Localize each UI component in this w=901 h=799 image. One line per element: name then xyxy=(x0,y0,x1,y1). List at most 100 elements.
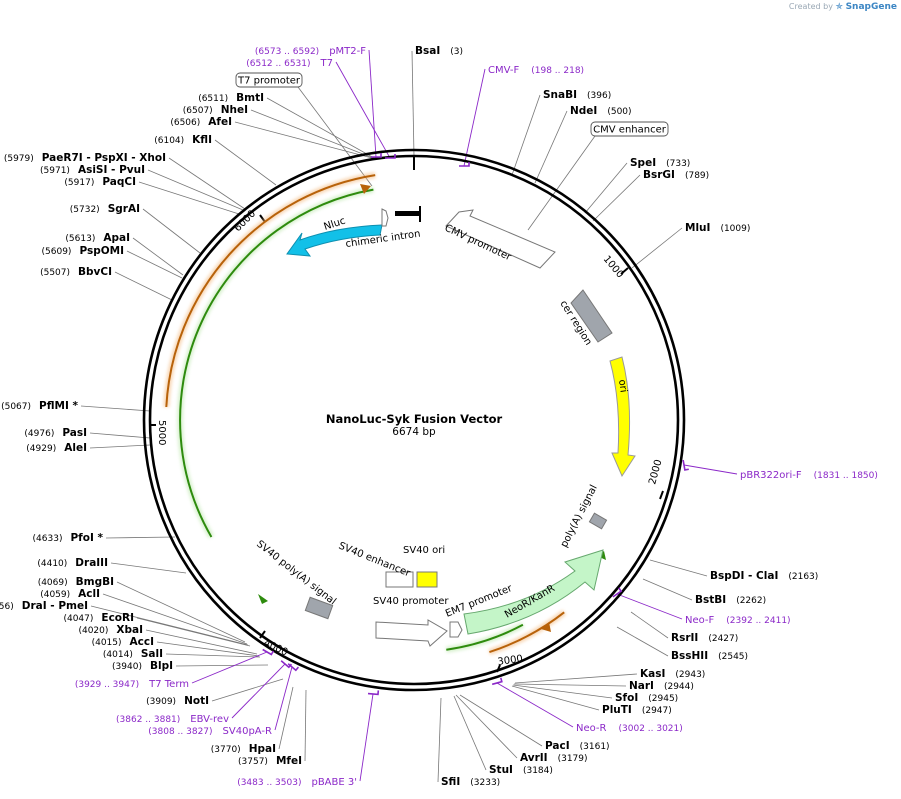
enzyme-site-rsrii[interactable]: RsrII(2427) xyxy=(671,632,738,644)
enzyme-site-xbai[interactable]: (4020)XbaI xyxy=(78,624,143,636)
enzyme-site-pluti[interactable]: PluTI(2947) xyxy=(602,704,672,716)
enzyme-leader xyxy=(142,208,201,254)
enzyme-label: (4015)AccI xyxy=(92,636,154,648)
primer-neo-f[interactable]: Neo-F(2392 .. 2411) xyxy=(611,587,791,626)
enzyme-label: (4633)PfoI * xyxy=(33,532,104,544)
enzyme-label: (4069)BmgBI xyxy=(38,576,114,588)
enzyme-leader xyxy=(513,683,627,687)
enzyme-leader xyxy=(512,684,613,699)
enzyme-site-pspomi[interactable]: (5609)PspOMI xyxy=(42,245,125,257)
primer-neo-r[interactable]: Neo-R(3002 .. 3021) xyxy=(491,677,683,734)
enzyme-site-kfli[interactable]: (6104)KflI xyxy=(154,134,212,146)
enzyme-label: BsrGI(789) xyxy=(643,169,709,181)
enzyme-site-paer7i-pspxi-xhoi[interactable]: (5979)PaeR7I - PspXI - XhoI xyxy=(4,152,166,164)
enzyme-leader xyxy=(631,227,683,269)
primer-label: CMV-F(198 .. 218) xyxy=(488,65,584,76)
brand-name: SnapGene xyxy=(845,2,897,12)
enzyme-site-nari[interactable]: NarI(2944) xyxy=(629,680,694,692)
enzyme-site-acli[interactable]: (4059)AclI xyxy=(40,588,100,600)
boxed-label-t7-promoter[interactable]: T7 promoter xyxy=(235,72,303,88)
enzyme-site-bsrgi[interactable]: BsrGI(789) xyxy=(643,169,709,181)
primer-leader xyxy=(359,693,374,782)
enzyme-site-bsai[interactable]: BsaI(3) xyxy=(415,45,463,57)
enzyme-label: (4014)SalI xyxy=(103,648,163,660)
enzyme-site-ndei[interactable]: NdeI(500) xyxy=(570,105,632,117)
enzyme-site-paqci[interactable]: (5917)PaqCI xyxy=(64,176,136,188)
enzyme-site-ecori[interactable]: (4047)EcoRI xyxy=(63,612,134,624)
enzyme-label: SfiI(3233) xyxy=(441,776,500,788)
sv40-ori-block xyxy=(416,571,438,588)
primer-pbabe-3[interactable]: (3483 .. 3503)pBABE 3' xyxy=(237,690,380,788)
enzyme-label: BssHII(2545) xyxy=(671,650,748,662)
enzyme-leader xyxy=(214,139,277,186)
primer-t7-term[interactable]: (3929 .. 3947)T7 Term xyxy=(75,646,275,690)
nluc-arrow xyxy=(286,224,383,257)
enzyme-site-bspdi-clai[interactable]: BspDI - ClaI(2163) xyxy=(710,570,818,582)
enzyme-label: (4056)DraI - PmeI xyxy=(0,600,88,612)
enzyme-site-pflmi[interactable]: (5067)PflMI * xyxy=(1,400,78,412)
boxed-label-leader xyxy=(527,135,596,231)
enzyme-site-snabi[interactable]: SnaBI(396) xyxy=(543,89,611,101)
enzyme-site-pfoi[interactable]: (4633)PfoI * xyxy=(33,532,104,544)
enzyme-site-sgrai[interactable]: (5732)SgrAI xyxy=(70,203,140,215)
enzyme-site-spei[interactable]: SpeI(733) xyxy=(630,157,690,169)
enzyme-leader xyxy=(459,694,543,747)
enzyme-label: (6104)KflI xyxy=(154,134,212,146)
enzyme-site-stui[interactable]: StuI(3184) xyxy=(489,764,553,776)
enzyme-site-hpai[interactable]: (3770)HpaI xyxy=(211,743,276,755)
enzyme-site-sfii[interactable]: SfiI(3233) xyxy=(441,776,500,788)
enzyme-site-bbvci[interactable]: (5507)BbvCI xyxy=(40,266,112,278)
primer-t7[interactable]: (6512 .. 6531)T7 xyxy=(246,58,396,159)
enzyme-leader xyxy=(132,237,184,276)
polya-signal-block xyxy=(588,512,608,530)
enzyme-leader xyxy=(89,444,151,449)
boxed-label-text: T7 promoter xyxy=(237,76,301,87)
enzyme-leader xyxy=(455,694,518,759)
enzyme-site-acci[interactable]: (4015)AccI xyxy=(92,636,154,648)
enzyme-leader xyxy=(165,653,261,658)
enzyme-site-kasi[interactable]: KasI(2943) xyxy=(640,668,705,680)
enzyme-site-avrii[interactable]: AvrII(3179) xyxy=(520,752,588,764)
enzyme-site-noti[interactable]: (3909)NotI xyxy=(146,695,209,707)
primer-pmt2-f[interactable]: (6573 .. 6592)pMT2-F xyxy=(255,46,382,158)
enzyme-site-mlui[interactable]: MluI(1009) xyxy=(685,222,750,234)
enzyme-label: (4059)AclI xyxy=(40,588,100,600)
enzyme-leader xyxy=(453,695,487,771)
primer-cmv-f[interactable]: CMV-F(198 .. 218) xyxy=(459,65,584,167)
enzyme-site-asisi-pvui[interactable]: (5971)AsiSI - PvuI xyxy=(40,164,145,176)
enzyme-site-mfei[interactable]: (3757)MfeI xyxy=(238,755,302,767)
enzyme-site-blpi[interactable]: (3940)BlpI xyxy=(112,660,173,672)
enzyme-site-paci[interactable]: PacI(3161) xyxy=(545,740,610,752)
primer-pbr322ori-f[interactable]: pBR322ori-F(1831 .. 1850) xyxy=(682,459,878,481)
enzyme-site-pasi[interactable]: (4976)PasI xyxy=(24,427,87,439)
enzyme-label: (6506)AfeI xyxy=(170,116,232,128)
chimeric-intron-bar xyxy=(395,211,420,216)
enzyme-leader xyxy=(304,689,307,762)
enzyme-site-bsshii[interactable]: BssHII(2545) xyxy=(671,650,748,662)
enzyme-site-nhei[interactable]: (6507)NheI xyxy=(183,104,248,116)
enzyme-label: (5067)PflMI * xyxy=(1,400,78,412)
enzyme-site-bstbi[interactable]: BstBI(2262) xyxy=(695,594,766,606)
enzyme-site-alei[interactable]: (4929)AleI xyxy=(26,442,87,454)
enzyme-site-sfoi[interactable]: SfoI(2945) xyxy=(615,692,678,704)
primer-bind-mark xyxy=(280,660,293,669)
boxed-label-cmv-enhancer[interactable]: CMV enhancer xyxy=(590,121,669,137)
kb-tick-label: 4000 xyxy=(262,638,290,659)
enzyme-leader xyxy=(630,611,669,639)
enzyme-label: BsaI(3) xyxy=(415,45,463,57)
enzyme-site-draiii[interactable]: (4410)DraIII xyxy=(37,557,108,569)
enzyme-site-sali[interactable]: (4014)SalI xyxy=(103,648,163,660)
feature-shapes xyxy=(286,206,636,647)
enzyme-site-drai-pmei[interactable]: (4056)DraI - PmeI xyxy=(0,600,88,612)
enzyme-site-apai[interactable]: (5613)ApaI xyxy=(65,232,130,244)
enzyme-site-bmti[interactable]: (6511)BmtI xyxy=(198,92,264,104)
enzyme-site-bmgbi[interactable]: (4069)BmgBI xyxy=(38,576,114,588)
ori-arrow xyxy=(609,356,636,478)
backbone-outer-ring xyxy=(142,148,686,692)
primer-ebv-rev[interactable]: (3862 .. 3881)EBV-rev xyxy=(116,658,293,725)
primer-leader xyxy=(335,61,391,159)
enzyme-label: SpeI(733) xyxy=(630,157,690,169)
enzyme-site-afei[interactable]: (6506)AfeI xyxy=(170,116,232,128)
primer-bind-mark xyxy=(262,648,275,656)
